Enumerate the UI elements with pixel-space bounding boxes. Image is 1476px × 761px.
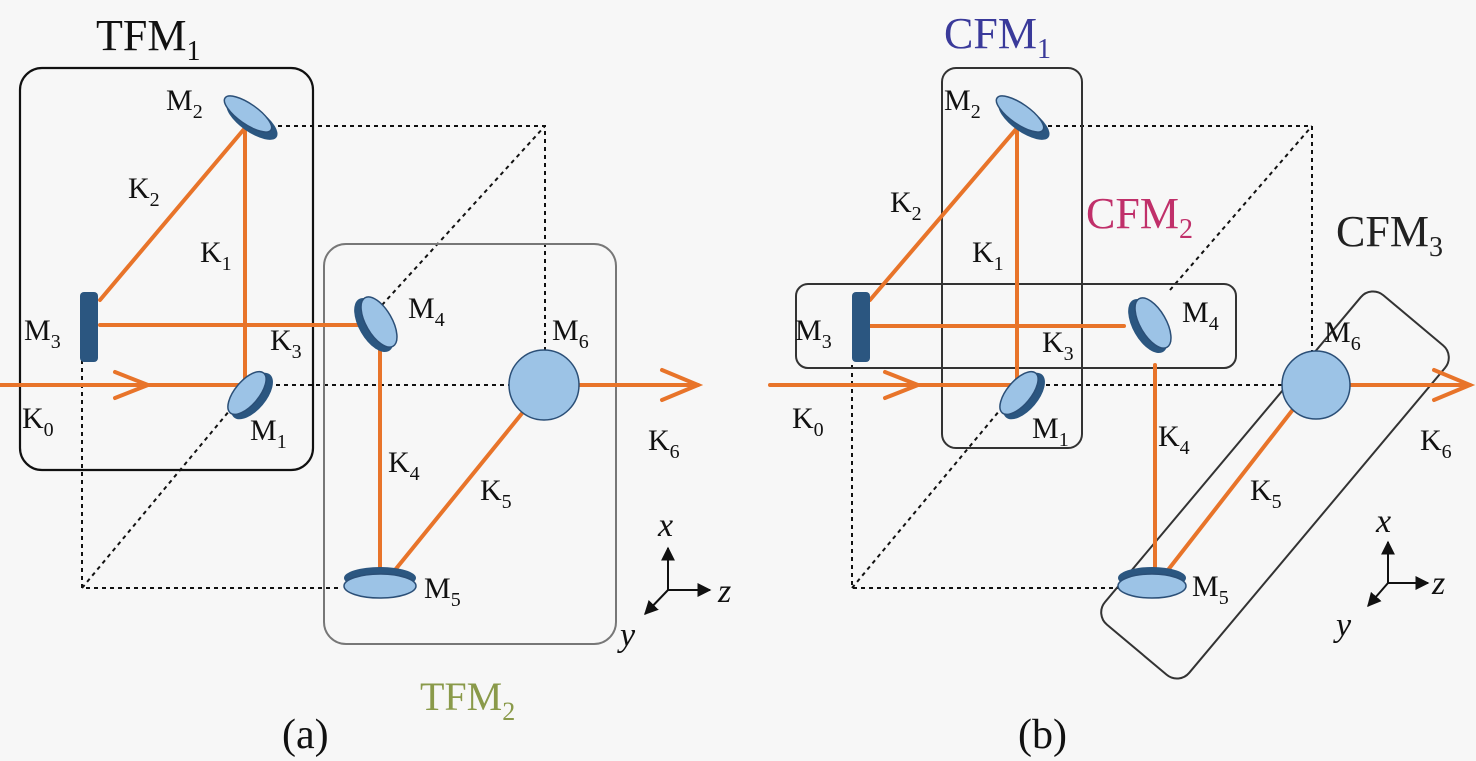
axis-label-x-a: x <box>657 507 673 544</box>
beam-paths-a <box>0 126 704 572</box>
beam-label-k5-b: K5 <box>1250 474 1282 513</box>
beam-label-k4-a: K4 <box>388 446 420 485</box>
mirror-m6-a <box>508 349 580 421</box>
panel-a: TFM1 TFM2 M2 M3 M1 M4 M6 M5 K0 K1 K2 K3 … <box>0 11 731 758</box>
mirror-m2-a <box>223 95 278 140</box>
mirror-label-m6-a: M6 <box>552 314 589 353</box>
caption-b: (b) <box>1018 712 1067 758</box>
mirror-m1-a <box>227 370 273 420</box>
module-label-cfm1: CFM1 <box>944 9 1051 65</box>
mirror-label-m1-b: M1 <box>1032 412 1069 451</box>
module-box-cfm3 <box>1100 290 1450 680</box>
mirror-label-m3-b: M3 <box>795 314 832 353</box>
beam-label-k0-b: K0 <box>792 402 824 441</box>
beam-label-k3-a: K3 <box>270 324 302 363</box>
mirror-m3-a <box>80 292 98 362</box>
mirror-m1-b <box>999 370 1045 420</box>
mirror-label-m4-b: M4 <box>1182 296 1219 335</box>
mirror-m2-b <box>995 95 1050 140</box>
module-label-tfm2: TFM2 <box>420 674 515 726</box>
beam-label-k6-a: K6 <box>648 424 680 463</box>
beam-label-k6-b: K6 <box>1420 424 1452 463</box>
mirror-label-m4-a: M4 <box>408 292 445 331</box>
beam-label-k2-a: K2 <box>128 172 160 211</box>
beam-label-k1-a: K1 <box>200 236 232 275</box>
mirror-label-m5-b: M5 <box>1192 570 1229 609</box>
module-label-cfm3: CFM3 <box>1336 207 1443 263</box>
caption-a: (a) <box>282 712 329 758</box>
module-box-tfm1 <box>18 66 315 472</box>
coordinate-axes-a: x z y <box>617 507 731 654</box>
mirror-label-m2-b: M2 <box>944 84 981 123</box>
mirror-m3-b <box>852 292 870 362</box>
mirror-label-m2-a: M2 <box>166 84 203 123</box>
mirror-label-m6-b: M6 <box>1324 316 1361 355</box>
module-box-tfm2 <box>323 243 617 645</box>
mirror-label-m1-a: M1 <box>250 414 287 453</box>
beam-label-k2-b: K2 <box>890 186 922 225</box>
beam-label-k4-b: K4 <box>1158 420 1190 459</box>
axis-label-z-a: z <box>717 573 731 610</box>
axis-label-y-b: y <box>1333 607 1352 644</box>
mirror-m5-b <box>1117 567 1187 599</box>
module-label-tfm1: TFM1 <box>96 11 200 67</box>
mirror-m4-a <box>354 296 398 353</box>
mirror-m6-b <box>1281 350 1351 420</box>
coordinate-axes-b: x z y <box>1333 503 1445 644</box>
beam-paths-b <box>768 126 1476 572</box>
module-box-cfm1 <box>941 67 1083 449</box>
reference-cube-a <box>81 125 546 589</box>
mirror-m4-b <box>1128 297 1172 354</box>
beam-label-k3-b: K3 <box>1042 326 1074 365</box>
axis-label-y-a: y <box>617 617 636 654</box>
mirror-label-m5-a: M5 <box>424 572 461 611</box>
panel-b: CFM1 CFM2 CFM3 M2 M3 M1 M4 M6 M5 K0 K1 K… <box>768 9 1476 758</box>
mirror-label-m3-a: M3 <box>24 314 61 353</box>
axis-label-x-b: x <box>1375 503 1391 540</box>
beam-label-k5-a: K5 <box>480 474 512 513</box>
mirror-m5-a <box>343 567 417 599</box>
beam-label-k0-a: K0 <box>22 402 54 441</box>
reference-cube-b <box>851 125 1313 589</box>
axis-label-z-b: z <box>1431 565 1445 602</box>
module-label-cfm2: CFM2 <box>1086 189 1193 245</box>
beam-label-k1-b: K1 <box>972 236 1004 275</box>
